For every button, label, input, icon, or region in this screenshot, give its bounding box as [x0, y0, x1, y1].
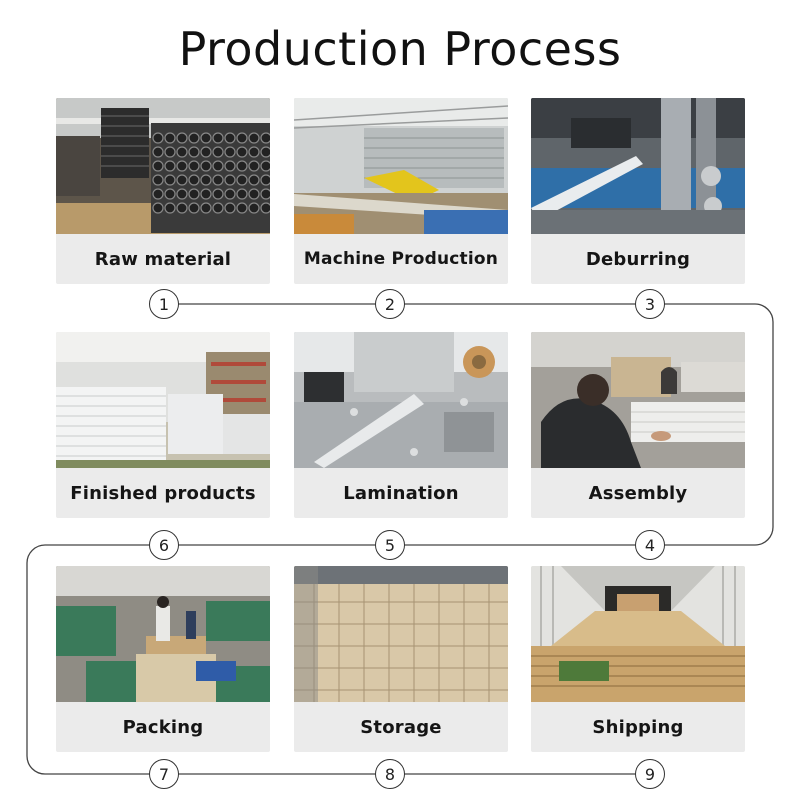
step-card-shipping: Shipping	[531, 566, 745, 752]
assembly-photo	[531, 332, 745, 468]
step-number-1: 1	[149, 289, 179, 319]
step-label: Shipping	[592, 716, 684, 738]
step-card-raw-material: Raw material	[56, 98, 270, 284]
step-card-finished-products: Finished products	[56, 332, 270, 518]
packing-photo	[56, 566, 270, 702]
step-label: Machine Production	[303, 249, 499, 269]
machine-production-photo	[294, 98, 508, 234]
step-number-7: 7	[149, 759, 179, 789]
step-number-2: 2	[375, 289, 405, 319]
shipping-photo	[531, 566, 745, 702]
step-number-4: 4	[635, 530, 665, 560]
step-label: Packing	[122, 716, 204, 738]
step-number-6: 6	[149, 530, 179, 560]
finished-products-photo	[56, 332, 270, 468]
step-number-3: 3	[635, 289, 665, 319]
deburring-photo	[531, 98, 745, 234]
storage-photo	[294, 566, 508, 702]
step-card-lamination: Lamination	[294, 332, 508, 518]
step-card-storage: Storage	[294, 566, 508, 752]
page-title: Production Process	[178, 22, 622, 76]
raw-material-photo	[56, 98, 270, 234]
step-label: Finished products	[70, 482, 256, 504]
step-card-deburring: Deburring	[531, 98, 745, 284]
step-card-packing: Packing	[56, 566, 270, 752]
step-card-machine-production: Machine Production	[294, 98, 508, 284]
step-number-9: 9	[635, 759, 665, 789]
step-label: Storage	[360, 716, 442, 738]
step-number-5: 5	[375, 530, 405, 560]
step-label: Lamination	[343, 482, 459, 504]
step-number-8: 8	[375, 759, 405, 789]
step-card-assembly: Assembly	[531, 332, 745, 518]
step-label: Assembly	[588, 482, 688, 504]
step-label: Deburring	[585, 248, 691, 270]
step-label: Raw material	[94, 248, 232, 270]
lamination-photo	[294, 332, 508, 468]
